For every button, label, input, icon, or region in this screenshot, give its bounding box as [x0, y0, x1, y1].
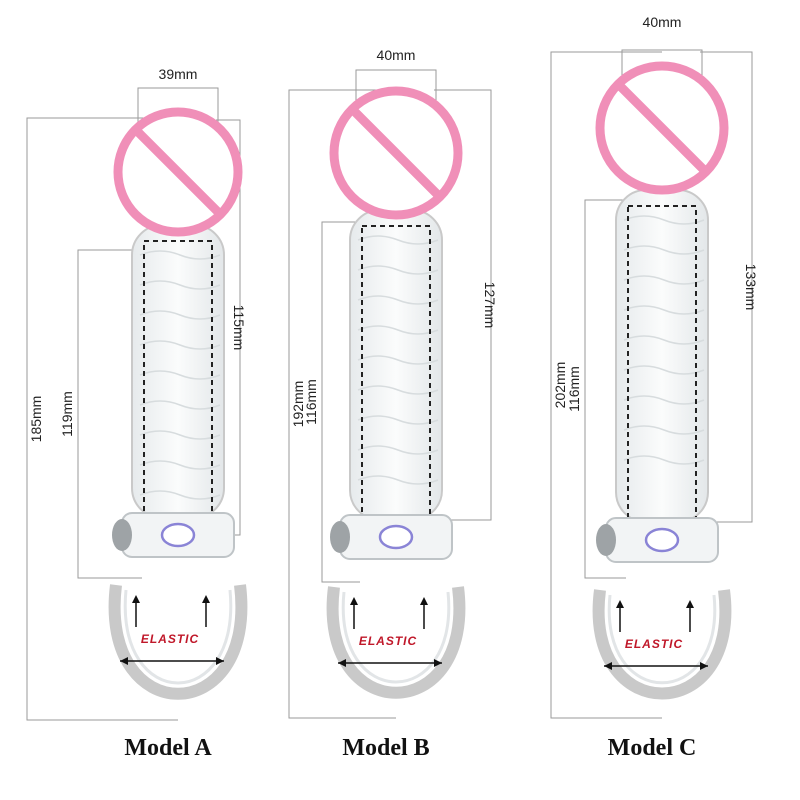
sleeve-body — [131, 224, 225, 519]
extension-line — [700, 51, 753, 523]
sleeve-texture — [623, 215, 705, 225]
arrow-up-icon — [132, 595, 140, 603]
sleeve-texture — [139, 340, 221, 350]
double-arrow-icon — [604, 662, 612, 670]
width-label: 39mm — [159, 66, 198, 82]
sleeve-texture — [623, 395, 705, 405]
inner-length-line — [77, 249, 142, 579]
bullet-cap-icon — [330, 521, 350, 553]
sleeve-texture — [139, 310, 221, 320]
model-name: Model B — [342, 735, 429, 761]
double-arrow-icon — [700, 662, 708, 670]
power-button-icon — [160, 522, 196, 548]
sleeve-texture — [139, 490, 221, 500]
extension-label: 115mm — [231, 305, 247, 351]
sleeve-texture — [357, 385, 439, 395]
power-button-icon — [378, 524, 414, 550]
sleeve-texture — [623, 245, 705, 255]
sleeve-texture — [139, 280, 221, 290]
sleeve-texture — [357, 445, 439, 455]
elastic-label: ELASTIC — [141, 632, 199, 646]
model-name: Model C — [608, 735, 697, 761]
sleeve-texture — [623, 335, 705, 345]
sleeve-texture — [357, 295, 439, 305]
sleeve-body — [615, 189, 709, 523]
width-label: 40mm — [377, 47, 416, 63]
bullet-cap-icon — [112, 519, 132, 551]
extension-label: 133mm — [743, 264, 759, 311]
loop-ring — [108, 584, 248, 700]
loop-ring — [326, 586, 466, 699]
loop-ring — [592, 589, 732, 700]
sleeve-texture — [357, 235, 439, 245]
total-length-label: 185mm — [28, 396, 44, 443]
inner-length-label: 116mm — [566, 366, 582, 412]
arrow-up-icon — [616, 600, 624, 608]
inner-dashed-outline — [361, 225, 431, 527]
width-label: 40mm — [643, 14, 682, 30]
total-length-label: 202mm — [552, 362, 568, 409]
inner-dashed-outline — [143, 240, 213, 525]
sleeve-texture — [623, 455, 705, 465]
sleeve-texture — [623, 425, 705, 435]
no-entry-slash — [615, 81, 709, 175]
total-length-label: 192mm — [290, 381, 306, 428]
extension-line — [434, 89, 492, 521]
sleeve-texture — [623, 275, 705, 285]
sleeve-texture — [623, 365, 705, 375]
arrow-up-icon — [202, 595, 210, 603]
double-arrow-icon — [338, 659, 346, 667]
arrow-up-icon — [350, 597, 358, 605]
inner-length-line — [584, 199, 626, 579]
arrow-up-icon — [686, 600, 694, 608]
total-length-line — [550, 51, 662, 719]
elastic-label: ELASTIC — [625, 637, 683, 651]
sleeve-texture — [357, 265, 439, 275]
sleeve-texture — [139, 430, 221, 440]
sleeve-texture — [623, 305, 705, 315]
power-button-icon — [644, 527, 680, 553]
extension-label: 127mm — [482, 282, 498, 329]
double-arrow-icon — [120, 657, 128, 665]
double-arrow-icon — [216, 657, 224, 665]
loop-ring-inner — [607, 594, 717, 685]
sleeve-texture — [357, 475, 439, 485]
sleeve-texture — [357, 355, 439, 365]
no-entry-slash — [132, 126, 224, 218]
double-arrow-icon — [434, 659, 442, 667]
inner-length-label: 119mm — [59, 391, 75, 437]
sleeve-texture — [139, 400, 221, 410]
loop-ring-inner — [341, 591, 451, 684]
model-name: Model A — [124, 735, 212, 761]
sleeve-texture — [357, 325, 439, 335]
total-length-line — [288, 89, 396, 719]
sleeve-texture — [357, 415, 439, 425]
sleeve-texture — [139, 460, 221, 470]
sleeve-texture — [139, 250, 221, 260]
bullet-cap-icon — [596, 524, 616, 556]
inner-length-line — [321, 221, 360, 583]
elastic-label: ELASTIC — [359, 634, 417, 648]
no-entry-slash — [349, 106, 443, 200]
inner-length-label: 116mm — [303, 379, 319, 425]
sleeve-texture — [139, 370, 221, 380]
sleeve-body — [349, 209, 443, 521]
loop-ring-inner — [123, 589, 233, 685]
total-length-line — [26, 117, 178, 721]
arrow-up-icon — [420, 597, 428, 605]
